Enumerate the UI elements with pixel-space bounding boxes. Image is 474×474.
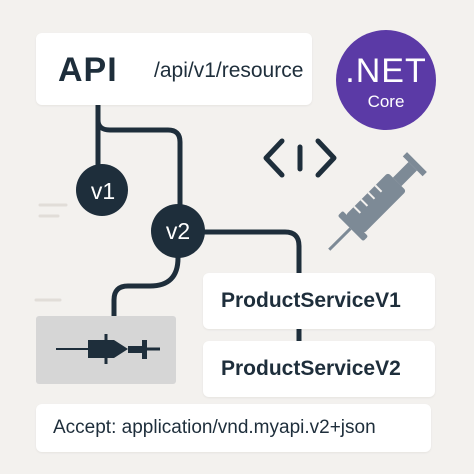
v2-to-panel-line [111,255,181,321]
product-service-v1-box: ProductServiceV1 [203,273,435,329]
decorative-dashes [34,203,68,302]
accept-header-box: Accept: application/vnd.myapi.v2+json [36,404,431,452]
accept-header-text: Accept: application/vnd.myapi.v2+json [53,417,376,438]
v1-node-label: v1 [90,178,116,204]
product-service-v2-label: ProductServiceV2 [221,357,401,380]
api-endpoint-box: API /api/v1/resource [36,33,312,105]
syringe-icon [328,152,427,251]
v1-node [76,164,128,216]
v2-to-services-line [202,229,302,363]
dotnet-core-logo: .NET Core [336,30,436,130]
code-brackets-icon [263,138,337,178]
connector-lines [95,102,302,363]
request-panel [36,316,176,384]
small-syringe-icon [56,334,160,364]
product-service-v1-label: ProductServiceV1 [221,289,401,312]
logo-subtitle: Core [367,92,405,111]
api-label: API [58,51,118,89]
v2-node [151,204,205,258]
logo-title: .NET [345,52,427,90]
api-path: /api/v1/resource [154,59,304,82]
v2-node-label: v2 [165,218,191,244]
product-service-v2-box: ProductServiceV2 [203,341,435,397]
